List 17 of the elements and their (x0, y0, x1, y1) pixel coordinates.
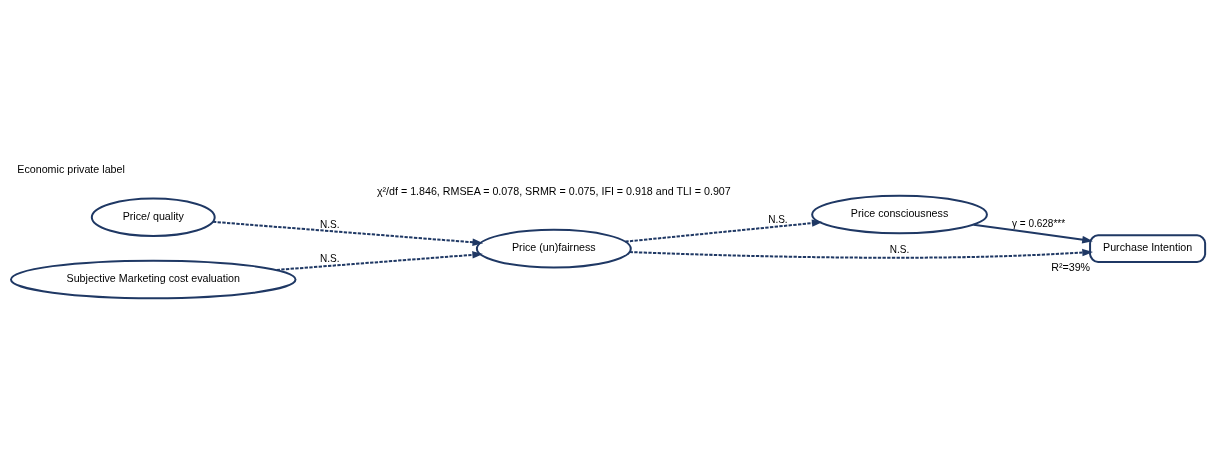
edge-label: N.S. (768, 213, 788, 225)
node-label: R²=39% (1051, 260, 1091, 273)
edge-label: N.S. (320, 218, 340, 230)
diagram-title: Economic private label (17, 162, 125, 175)
node-ellipse: Price (un)fairness (475, 228, 632, 269)
caption: χ²/df = 1.846, RMSEA = 0.078, SRMR = 0.075, IFI = 0.918 and TLI = 0.907 (376, 184, 731, 197)
edge-label: γ = 0.628*** (1011, 218, 1066, 230)
arrow (973, 223, 1093, 244)
node-ellipse: Subjective Marketing cost evaluation (10, 259, 297, 300)
edge-label: N.S. (889, 244, 910, 256)
edge-label: N.S. (320, 253, 340, 265)
arrow (629, 248, 1093, 259)
node-ellipse: Price/ quality (90, 197, 216, 237)
node-box: Purchase Intention (1089, 234, 1207, 263)
arrow (276, 251, 484, 271)
arrow (212, 220, 484, 247)
arrow (625, 219, 823, 243)
